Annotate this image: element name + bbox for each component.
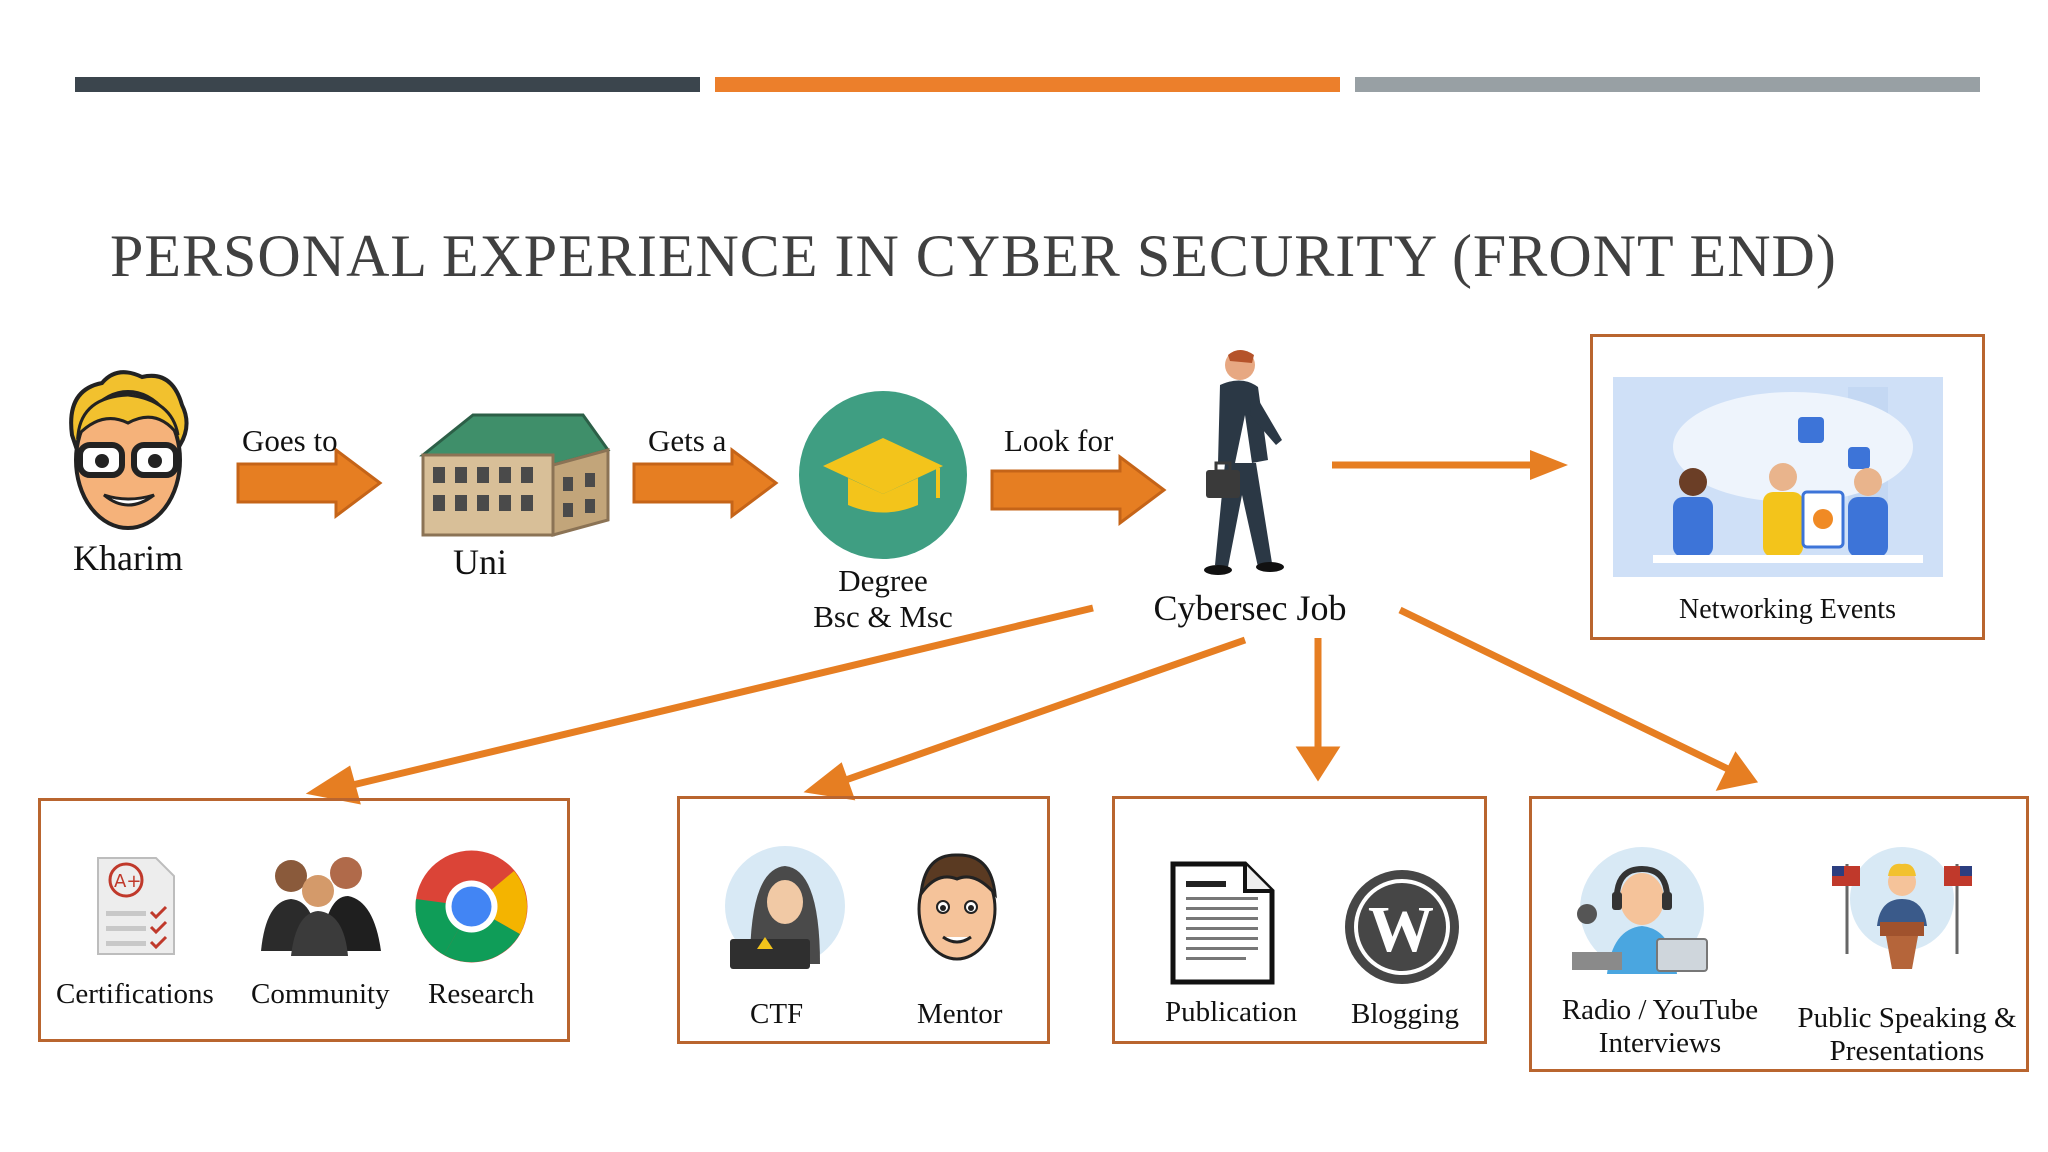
radio-youtube-line1: Radio / YouTube: [1561, 994, 1759, 1026]
podcaster-icon: [1572, 847, 1708, 974]
svg-text:A+: A+: [114, 871, 141, 892]
publication-label: Publication: [1165, 996, 1298, 1028]
research-label: Research: [428, 978, 535, 1010]
svg-text:W: W: [1368, 893, 1434, 966]
person-label: Kharim: [73, 538, 183, 578]
top-bar-orange: [715, 77, 1340, 92]
networking-illustration-icon: [1613, 377, 1943, 577]
arrow-right-icon: [236, 447, 383, 519]
hacker-icon: [725, 846, 845, 969]
top-bar-dark: [75, 77, 700, 92]
chrome-browser-icon: [415, 850, 528, 963]
group-media-box: Radio / YouTube Interviews Public Speaki…: [1529, 796, 2029, 1072]
public-speaking-line2: Presentations: [1829, 1035, 1985, 1068]
edge-label-look-for: Look for: [1004, 423, 1114, 458]
arrow-head-icon: [803, 762, 856, 801]
community-label: Community: [251, 978, 390, 1010]
arrow-right-icon: [1332, 450, 1568, 480]
businessman-icon: [1204, 350, 1284, 575]
mentor-face-icon: [917, 853, 997, 961]
arrow-head-icon: [1715, 751, 1759, 791]
edge-label-gets-a: Gets a: [648, 423, 727, 458]
university-building-icon: [419, 413, 611, 537]
mentor-label: Mentor: [917, 998, 1003, 1030]
avatar-icon: [69, 370, 189, 530]
wordpress-icon: W: [1345, 870, 1459, 984]
public-speaking-line1: Public Speaking &: [1797, 1002, 2017, 1034]
networking-events-box: Networking Events: [1590, 334, 1985, 640]
networking-label: Networking Events: [1679, 594, 1896, 625]
uni-label: Uni: [453, 542, 507, 582]
degree-label: Degree Bsc & Msc: [778, 563, 988, 634]
certifications-label: Certifications: [56, 978, 214, 1010]
certificate-icon: A+: [97, 857, 175, 955]
blogging-label: Blogging: [1351, 998, 1459, 1030]
arrow-right-icon: [990, 454, 1167, 526]
arrow-head-icon: [305, 765, 361, 805]
community-people-icon: [261, 857, 381, 956]
page-title: PERSONAL EXPERIENCE IN CYBER SECURITY (F…: [110, 223, 1837, 289]
edge-label-goes-to: Goes to: [242, 423, 338, 458]
public-speaking-label: Public Speaking & Presentations: [1787, 1002, 2027, 1069]
group-learning-box: A+ Certifications Community Research: [38, 798, 570, 1042]
group-ctf-mentor-box: CTF Mentor: [677, 796, 1050, 1044]
job-label: Cybersec Job: [1153, 588, 1347, 628]
radio-youtube-label: Radio / YouTube Interviews: [1540, 994, 1780, 1061]
radio-youtube-line2: Interviews: [1598, 1027, 1722, 1060]
top-bar-gray: [1355, 77, 1980, 92]
graduation-cap-icon: [799, 391, 967, 559]
speaker-podium-icon: [1832, 847, 1972, 969]
degree-line2: Bsc & Msc: [813, 598, 953, 634]
group-publication-box: W Publication Blogging: [1112, 796, 1487, 1044]
arrow-right-icon: [632, 447, 779, 519]
document-icon: [1170, 861, 1275, 985]
arrow-head-icon: [1295, 746, 1341, 782]
degree-line1: Degree: [838, 563, 928, 598]
ctf-label: CTF: [750, 998, 804, 1030]
